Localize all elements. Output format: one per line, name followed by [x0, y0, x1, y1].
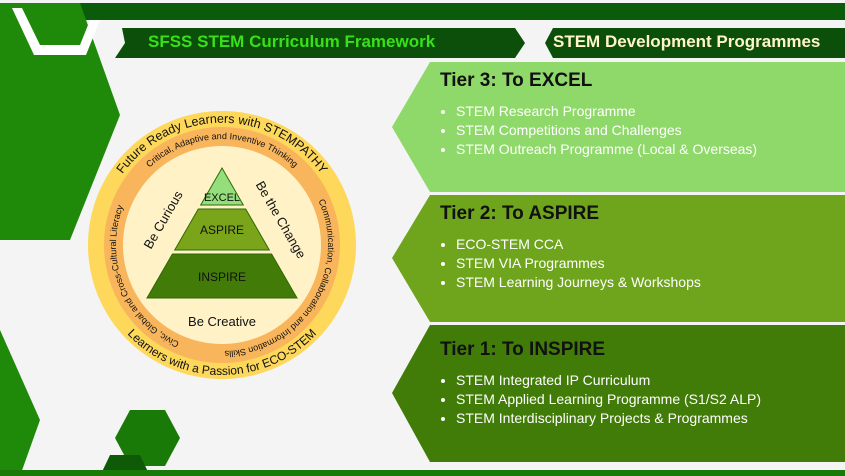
list-item: STEM Applied Learning Programme (S1/S2 A…: [456, 390, 761, 409]
tier-3-excel: Tier 3: To EXCEL STEM Research Programme…: [440, 70, 757, 159]
tier-2-aspire: Tier 2: To ASPIRE ECO-STEM CCA STEM VIA …: [440, 203, 701, 292]
list-item: STEM Competitions and Challenges: [456, 121, 757, 140]
be-creative-label: Be Creative: [188, 314, 256, 329]
pyramid-excel: [199, 166, 245, 206]
list-item: ECO-STEM CCA: [456, 235, 701, 254]
list-item: STEM Interdisciplinary Projects & Progra…: [456, 409, 761, 428]
framework-diagram: Future Ready Learners with STEMPATHY Lea…: [88, 111, 356, 379]
tier-title: Tier 1: To INSPIRE: [440, 339, 606, 360]
pyramid-inspire: [146, 253, 298, 299]
list-item: STEM VIA Programmes: [456, 254, 701, 273]
tier-1-inspire: Tier 1: To INSPIRE STEM Integrated IP Cu…: [440, 339, 761, 428]
list-item: STEM Outreach Programme (Local & Oversea…: [456, 140, 757, 159]
programmes-title: STEM Development Programmes: [553, 32, 821, 51]
tier-title: Tier 3: To EXCEL: [440, 70, 593, 91]
framework-title: SFSS STEM Curriculum Framework: [148, 32, 436, 51]
pyramid-aspire-label: ASPIRE: [200, 223, 244, 237]
pyramid-aspire: [173, 208, 271, 251]
tier-title: Tier 2: To ASPIRE: [440, 203, 600, 224]
list-item: STEM Integrated IP Curriculum: [456, 371, 761, 390]
pyramid-inspire-label: INSPIRE: [198, 270, 246, 284]
list-item: STEM Research Programme: [456, 102, 757, 121]
pyramid-excel-label: EXCEL: [204, 192, 240, 204]
list-item: STEM Learning Journeys & Workshops: [456, 273, 701, 292]
